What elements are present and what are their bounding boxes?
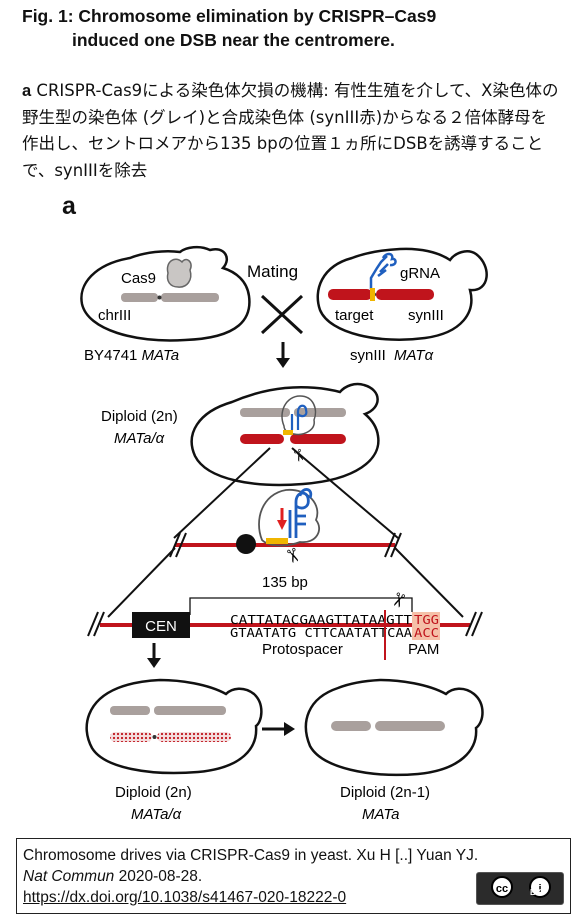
grna-icon xyxy=(369,255,389,289)
diploid-mat-label: MATa/α xyxy=(114,430,165,447)
scissors-icon: ✂ xyxy=(385,589,410,611)
figure-title-line1: Fig. 1: Chromosome elimination by CRISPR… xyxy=(22,6,437,26)
protospacer-label: Protospacer xyxy=(262,641,343,658)
cas9-protein-icon xyxy=(166,258,192,288)
by-person-icon: i xyxy=(529,876,551,898)
figure-title: Fig. 1: Chromosome elimination by CRISPR… xyxy=(22,4,562,52)
cen-label: CEN xyxy=(145,618,177,635)
synthetic-chromosome xyxy=(240,434,284,444)
pam-highlight xyxy=(412,612,440,640)
wild-type-chromosome xyxy=(331,721,371,731)
caption-text: CRISPR-Cas9による染色体欠損の機構: 有性生殖を介して、X染色体の野生… xyxy=(22,81,559,180)
parent1-strain-label: BY4741 MATa xyxy=(84,347,179,364)
cell-outline xyxy=(316,247,488,341)
diploid-cell: ✂ Diploid (2n) MATa/α xyxy=(101,382,380,487)
wild-type-chromosome xyxy=(121,293,158,302)
citation-text: Chromosome drives via CRISPR-Cas9 in yea… xyxy=(23,847,479,864)
figure-caption: a CRISPR-Cas9による染色体欠損の機構: 有性生殖を介して、X染色体の… xyxy=(22,78,562,184)
figure-title-line2: induced one DSB near the centromere. xyxy=(72,30,395,50)
syniii-label: synIII xyxy=(408,307,444,324)
target-site-mark xyxy=(283,430,293,435)
pam-top-strand: TGG xyxy=(414,612,439,627)
target-site-mark xyxy=(266,538,288,544)
arrow-right-icon xyxy=(262,722,295,736)
grna-icon xyxy=(288,491,310,538)
zoomed-chromosome: ✂ xyxy=(169,488,402,567)
centromere xyxy=(236,534,256,554)
pam-bottom-strand: ACC xyxy=(414,625,439,640)
distance-label: 135 bp xyxy=(262,574,308,591)
grna-icon xyxy=(290,404,308,430)
sequence-detail: CEN CATTATACGAAGTTATAAGTT GTAATATG CTTCA… xyxy=(87,589,483,660)
result2-mat-label: MATa xyxy=(362,806,400,823)
cen-box xyxy=(132,612,190,638)
cell-outline xyxy=(304,678,484,777)
by-label: BY xyxy=(530,888,542,897)
cas9-complex-outline xyxy=(258,489,321,547)
cas9-label: Cas9 xyxy=(121,270,156,287)
diploid-label: Diploid (2n) xyxy=(101,408,178,425)
synthetic-chromosome xyxy=(376,289,434,300)
wild-type-chromosome xyxy=(110,706,150,715)
degraded-synthetic-chromosome xyxy=(157,732,231,742)
cell-outline xyxy=(190,382,380,487)
wild-type-chromosome xyxy=(240,408,290,417)
result2-label: Diploid (2n-1) xyxy=(340,784,430,801)
chriii-label: chrIII xyxy=(98,307,131,324)
degraded-synthetic-chromosome xyxy=(110,732,152,742)
sequence-top-strand: CATTATACGAAGTTATAAGTT xyxy=(230,612,413,627)
scissors-icon: ✂ xyxy=(279,545,304,567)
mechanism-diagram: Cas9 chrIII Mating gRNA target synIII BY… xyxy=(80,245,488,823)
doi-link[interactable]: https://dx.doi.org/10.1038/s41467-020-18… xyxy=(23,889,347,906)
mating-label: Mating xyxy=(247,262,298,281)
pam-label: PAM xyxy=(408,641,439,658)
arrow-down-icon xyxy=(147,643,161,668)
citation-journal-line: Nat Commun 2020-08-28. xyxy=(23,866,564,887)
parent-cell-by4741: Cas9 chrIII xyxy=(80,245,251,342)
cross-icon xyxy=(260,294,304,335)
cc-icon: cc xyxy=(491,876,513,898)
citation-box: Chromosome drives via CRISPR-Cas9 in yea… xyxy=(16,838,571,914)
parent-cell-syniii: gRNA target synIII xyxy=(316,247,488,341)
result1-mat-label: MATa/α xyxy=(131,806,182,823)
panel-letter: a xyxy=(62,192,76,220)
result-cell-2n-1 xyxy=(304,678,484,777)
synthetic-chromosome xyxy=(328,289,372,300)
parent2-strain-label: synIII MATα xyxy=(350,347,434,364)
target-site-mark xyxy=(370,288,375,301)
caption-label: a xyxy=(22,82,32,100)
wild-type-chromosome xyxy=(161,293,219,302)
wild-type-chromosome xyxy=(154,706,226,715)
wild-type-chromosome xyxy=(375,721,445,731)
citation-date: 2020-08-28. xyxy=(114,868,203,885)
cell-outline xyxy=(85,678,263,775)
synthetic-chromosome xyxy=(290,434,346,444)
arrow-down-icon xyxy=(276,342,290,368)
citation-journal: Nat Commun xyxy=(23,868,115,885)
result-cell-2n xyxy=(85,678,263,775)
target-label: target xyxy=(335,307,374,324)
cell-outline xyxy=(80,245,251,342)
grna-label: gRNA xyxy=(400,265,440,282)
cc-by-license-icon: cc i BY xyxy=(476,872,564,905)
sequence-bottom-strand: GTAATATG CTTCAATATTCAA xyxy=(230,625,413,640)
result1-label: Diploid (2n) xyxy=(115,784,192,801)
scissors-icon: ✂ xyxy=(287,447,308,465)
